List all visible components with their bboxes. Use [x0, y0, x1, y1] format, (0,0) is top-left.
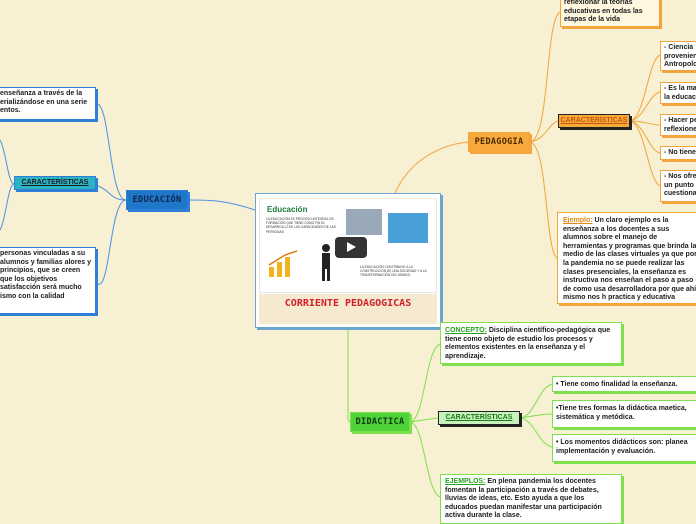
didactica-node[interactable]: DIDACTICA — [350, 412, 410, 432]
didactica-examples-text: En plena pandemia los docentes fomentan … — [445, 478, 602, 520]
pedagogia-item-3[interactable]: - Hacer pe reflexione — [660, 114, 696, 136]
didactica-item-3[interactable]: • Los momentos didácticos son: planea im… — [552, 434, 696, 462]
person-icon — [322, 244, 330, 281]
pedagogia-item-4-text: - No tiene — [664, 149, 696, 156]
educacion-bottom-text-node[interactable]: personas vinculadas a su alumnos y famil… — [0, 247, 96, 314]
central-slide-image: Educación LA EDUCACIÓN ES PROCESO INTEGR… — [259, 198, 437, 293]
video-play-button[interactable] — [335, 237, 367, 258]
didactica-item-1-text: • Tiene como finalidad la enseñanza. — [556, 381, 678, 388]
slide-text-1: LA EDUCACIÓN ES PROCESO INTEGRAL DE FORM… — [266, 217, 336, 234]
didactica-concept-label: CONCEPTO: — [445, 327, 487, 334]
educacion-bottom-text: personas vinculadas a su alumnos y famil… — [0, 250, 92, 300]
didactica-label: DIDACTICA — [355, 417, 405, 427]
pedagogia-top-text-node[interactable]: reflexionar la teorías educativas en tod… — [560, 0, 660, 27]
didactica-item-1[interactable]: • Tiene como finalidad la enseñanza. — [552, 376, 696, 392]
central-caption: CORRIENTE PEDAGOGICAS — [259, 294, 437, 324]
didactica-concept-text: Disciplina científico-pedagógica que tie… — [445, 327, 611, 360]
central-topic-card[interactable]: Educación LA EDUCACIÓN ES PROCESO INTEGR… — [255, 193, 441, 328]
pedagogia-label: PEDAGOGIA — [474, 137, 524, 147]
slide-title: Educación — [267, 205, 308, 214]
educacion-caracteristicas-node[interactable]: CARACTERÍSTICAS — [14, 176, 96, 190]
pedagogia-example-node[interactable]: Ejemplo: Un claro ejemplo es la enseñanz… — [557, 212, 696, 304]
didactica-concept-node[interactable]: CONCEPTO: Disciplina científico-pedagógi… — [440, 322, 622, 364]
educacion-node[interactable]: EDUCACIÓN — [126, 190, 188, 210]
growth-chart-illustration — [268, 250, 298, 277]
pedagogia-top-text: reflexionar la teorías educativas en tod… — [564, 0, 643, 24]
didactica-item-2[interactable]: •Tiene tres formas la didáctica maetica,… — [552, 400, 696, 428]
pedagogia-node[interactable]: PEDAGOGIA — [468, 132, 530, 152]
educacion-top-text: enseñanza a través de la erializándose e… — [0, 90, 88, 115]
educacion-label: EDUCACIÓN — [132, 195, 182, 205]
pedagogia-item-5[interactable]: - Nos ofre un punto cuestiona — [660, 170, 696, 202]
pedagogia-example-text: Un claro ejemplo es la enseñanza a los d… — [563, 217, 696, 303]
pedagogia-item-2-text: - Es la ma la educac — [664, 85, 696, 101]
didactica-examples-node[interactable]: EJEMPLOS: En plena pandemia los docentes… — [440, 474, 622, 524]
slide-photo-students — [346, 209, 382, 235]
pedagogia-item-1-text: - Ciencia proveniente Antropolo — [664, 44, 696, 69]
pedagogia-item-3-text: - Hacer pe reflexione — [664, 117, 696, 133]
educacion-caracteristicas-label: CARACTERÍSTICAS — [21, 179, 89, 186]
didactica-examples-label: EJEMPLOS: — [445, 478, 486, 485]
didactica-caracteristicas-node[interactable]: CARACTERÍSTICAS — [438, 411, 520, 425]
pedagogia-example-label: Ejemplo: — [563, 217, 593, 224]
slide-photo-globe — [388, 213, 428, 243]
pedagogia-item-2[interactable]: - Es la ma la educac — [660, 82, 696, 104]
pedagogia-item-5-text: - Nos ofre un punto cuestiona — [664, 173, 696, 198]
pedagogia-caracteristicas-node[interactable]: CARACTERÍSTICAS — [558, 114, 630, 128]
educacion-top-text-node[interactable]: enseñanza a través de la erializándose e… — [0, 87, 96, 120]
pedagogia-item-1[interactable]: - Ciencia proveniente Antropolo — [660, 41, 696, 71]
didactica-caracteristicas-label: CARACTERÍSTICAS — [445, 414, 513, 421]
slide-text-2: LA EDUCACIÓN CONTRIBUYE A LA CONSTRUCCIÓ… — [360, 265, 427, 278]
didactica-item-3-text: • Los momentos didácticos son: planea im… — [556, 439, 688, 455]
pedagogia-caracteristicas-label: CARACTERÍSTICAS — [560, 117, 628, 124]
didactica-item-2-text: •Tiene tres formas la didáctica maetica,… — [556, 405, 687, 421]
pedagogia-item-4[interactable]: - No tiene — [660, 146, 696, 160]
